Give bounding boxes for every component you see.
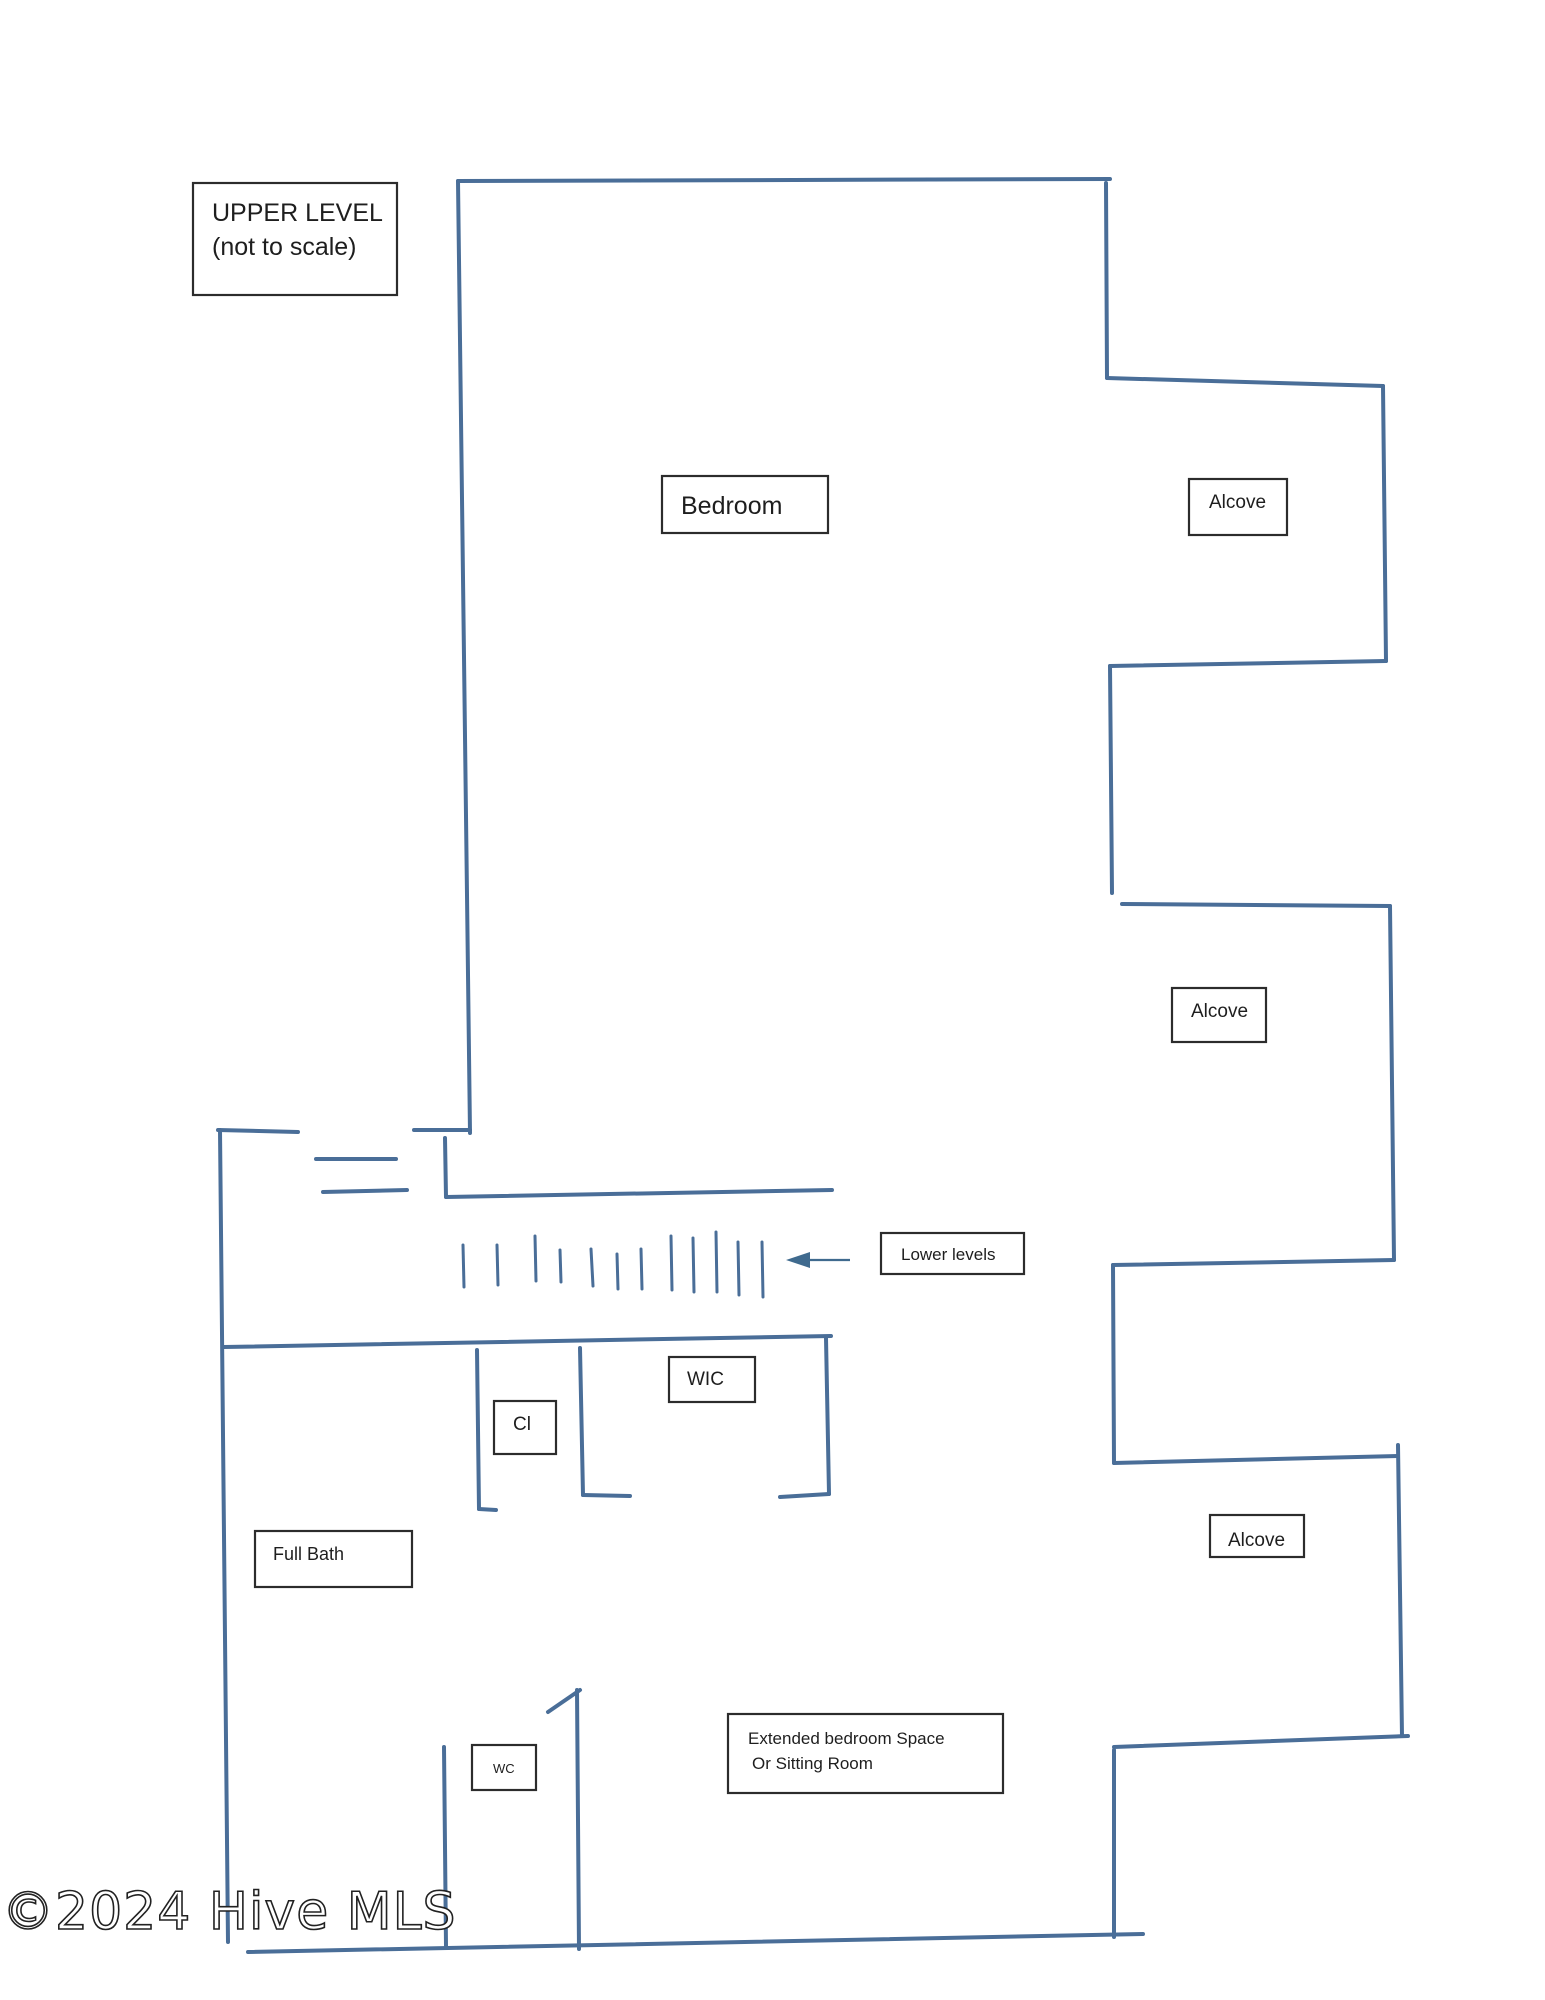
wall-alcove3-bottom <box>1112 1734 1410 1749</box>
lower-levels-label-text: Lower levels <box>901 1245 996 1264</box>
stair-tread <box>639 1247 644 1291</box>
wall-alcove1-right <box>1381 384 1388 663</box>
lower-levels-label: Lower levels <box>879 1231 1026 1276</box>
closet-label: Cl <box>492 1399 558 1456</box>
stair-tread <box>736 1240 741 1297</box>
stair-tread <box>714 1230 719 1294</box>
wall-closet-bottom <box>477 1507 498 1512</box>
wall-alcove3-right <box>1396 1443 1404 1738</box>
wall-right-3 <box>1111 1263 1116 1465</box>
wall-outer-left <box>218 1128 230 1944</box>
bedroom-label: Bedroom <box>660 474 830 535</box>
stair-tread <box>669 1234 674 1292</box>
wall-alcove1-bottom <box>1108 659 1388 668</box>
wall-right-2 <box>1108 664 1114 895</box>
wall-bedroom-left <box>456 179 472 1135</box>
wall-wc-left <box>442 1745 448 1948</box>
full-bath-label-text: Full Bath <box>273 1544 344 1564</box>
wall-wic-left <box>578 1346 585 1497</box>
watermark: ©2024 Hive MLS <box>2 1882 457 1942</box>
stair-tread <box>589 1247 595 1288</box>
alcove-label-top: Alcove <box>1187 477 1289 537</box>
wic-label-text: WIC <box>687 1369 724 1390</box>
stair-tread <box>558 1248 563 1284</box>
wall-outer-top-stub <box>216 1128 300 1134</box>
extended-bedroom-label: Extended bedroom Space Or Sitting Room <box>726 1712 1005 1795</box>
wall-wic-right <box>824 1336 831 1496</box>
wall-wc-door <box>546 1688 582 1714</box>
stair-tread <box>533 1234 538 1283</box>
wall-wic-bottom-left <box>581 1493 632 1498</box>
stairs <box>461 1230 765 1299</box>
wall-alcove2-bottom <box>1111 1258 1396 1267</box>
wic-label: WIC <box>667 1355 757 1404</box>
wall-landing-tick2 <box>321 1188 409 1194</box>
wc-label-text: WC <box>493 1761 515 1776</box>
alcove-label-top-text: Alcove <box>1209 492 1266 513</box>
wall-bedroom-top <box>456 177 1112 183</box>
alcove-label-middle-text: Alcove <box>1191 1001 1248 1022</box>
stair-tread <box>615 1252 620 1291</box>
title-line-2: (not to scale) <box>212 233 357 261</box>
wall-landing-vert <box>443 1136 448 1199</box>
title-line-1: UPPER LEVEL <box>212 199 383 227</box>
wall-wic-bottom-right <box>778 1492 831 1499</box>
wc-label: WC <box>470 1743 538 1792</box>
wall-alcove3-top <box>1112 1454 1400 1465</box>
wall-wc-right <box>575 1688 581 1951</box>
wall-alcove2-right <box>1388 904 1396 1262</box>
full-bath-label: Full Bath <box>253 1529 414 1589</box>
stair-tread <box>461 1243 466 1289</box>
wall-closet-left <box>475 1348 481 1511</box>
walls <box>216 177 1410 1954</box>
stair-tread <box>691 1236 696 1294</box>
wall-right-1 <box>1104 181 1109 380</box>
alcove-label-bottom-text: Alcove <box>1228 1530 1285 1551</box>
bedroom-label-text: Bedroom <box>681 492 782 520</box>
wall-hall-bottom <box>222 1334 833 1349</box>
left-arrow-icon <box>786 1252 850 1268</box>
title-box: UPPER LEVEL (not to scale) <box>191 181 399 297</box>
alcove-label-bottom: Alcove <box>1208 1513 1306 1559</box>
closet-label-text: Cl <box>513 1414 531 1435</box>
wall-alcove1-top <box>1105 376 1385 388</box>
stair-tread <box>760 1240 765 1299</box>
extended-bedroom-label-line-2: Or Sitting Room <box>752 1754 873 1773</box>
stair-tread <box>495 1243 500 1287</box>
wall-bottom <box>246 1932 1145 1954</box>
extended-bedroom-label-line-1: Extended bedroom Space <box>748 1729 945 1748</box>
alcove-label-middle: Alcove <box>1170 986 1268 1044</box>
wall-alcove2-top <box>1120 902 1392 908</box>
wall-landing-horiz <box>444 1188 834 1199</box>
